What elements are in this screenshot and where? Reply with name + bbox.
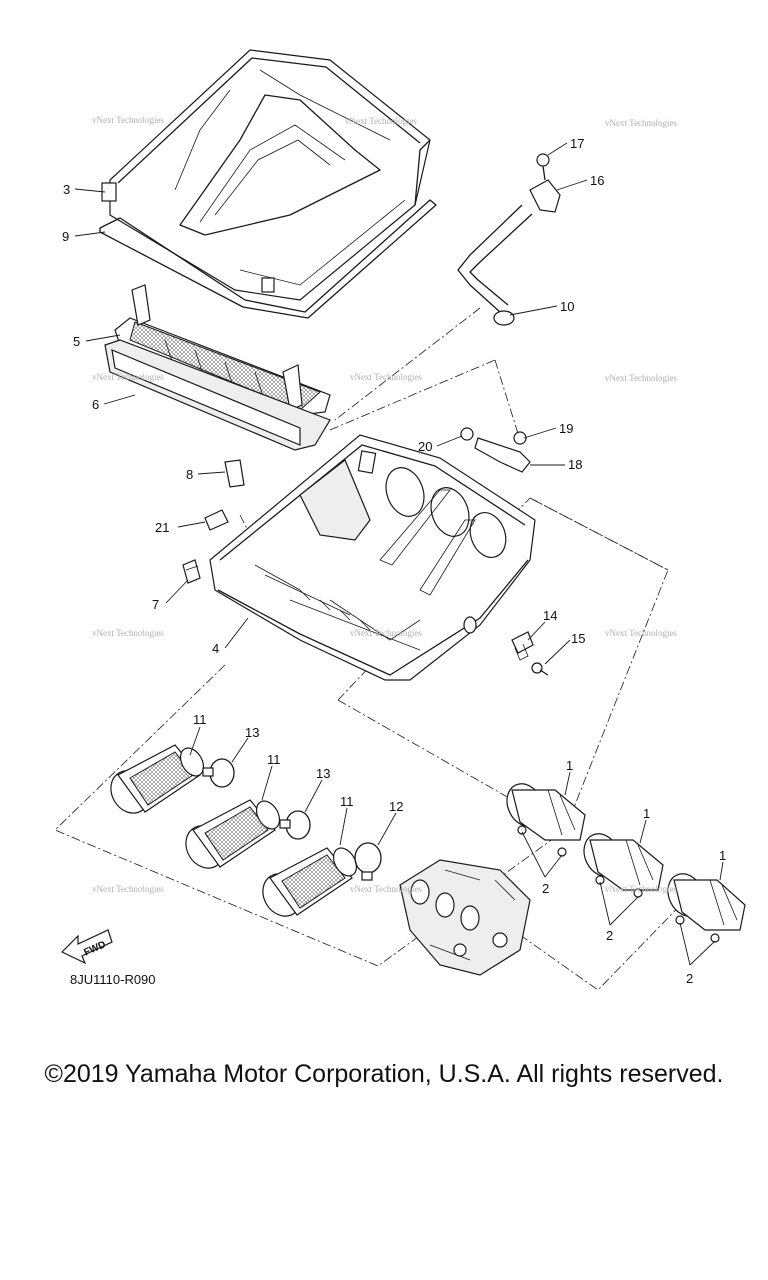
callout-1-b: 1 <box>643 806 650 821</box>
air-intake-exploded-diagram: 3 9 5 6 8 21 7 4 17 16 10 19 20 18 14 15… <box>54 49 746 991</box>
air-filter-element <box>114 284 331 416</box>
cover-clip <box>182 559 201 584</box>
watermark: vNext Technologies <box>350 628 422 638</box>
intake-boot-2 <box>583 833 664 898</box>
callout-2-c: 2 <box>686 971 693 986</box>
callout-9: 9 <box>62 229 69 244</box>
callout-4: 4 <box>212 641 219 656</box>
leader-lines <box>74 142 724 966</box>
callout-11-c: 11 <box>340 794 354 809</box>
callout-18: 18 <box>568 457 582 472</box>
watermark: vNext Technologies <box>350 884 422 894</box>
watermark: vNext Technologies <box>92 372 164 382</box>
callout-10: 10 <box>560 299 574 314</box>
drain-hose <box>460 427 531 473</box>
air-box-cover <box>101 49 431 301</box>
callout-19: 19 <box>559 421 573 436</box>
copyright-notice: ©2019 Yamaha Motor Corporation, U.S.A. A… <box>44 1060 724 1088</box>
callout-12: 12 <box>389 799 403 814</box>
watermark: vNext Technologies <box>92 628 164 638</box>
callout-13-b: 13 <box>316 766 330 781</box>
watermark: vNext Technologies <box>92 115 164 125</box>
callout-17: 17 <box>570 136 584 151</box>
watermark: vNext Technologies <box>605 884 677 894</box>
caution-label <box>204 509 229 531</box>
watermark: vNext Technologies <box>350 372 422 382</box>
callout-2-b: 2 <box>606 928 613 943</box>
throttle-body <box>399 859 531 976</box>
callout-3: 3 <box>63 182 70 197</box>
watermark: vNext Technologies <box>345 116 417 126</box>
hose-clamp-3 <box>354 842 382 881</box>
callout-2-a: 2 <box>542 881 549 896</box>
callout-13-a: 13 <box>245 725 259 740</box>
intake-boot-3 <box>667 873 746 943</box>
callout-1-c: 1 <box>719 848 726 863</box>
intake-duct-3 <box>262 847 358 917</box>
breather-hose <box>457 204 533 326</box>
callout-11-a: 11 <box>193 712 207 727</box>
watermark: vNext Technologies <box>92 884 164 894</box>
filter-frame <box>104 339 331 451</box>
damper-pad <box>224 459 245 488</box>
intake-duct-1 <box>110 744 205 814</box>
callout-8: 8 <box>186 467 193 482</box>
breather-joint <box>529 153 561 213</box>
watermark: vNext Technologies <box>605 373 677 383</box>
callout-labels: 3 9 5 6 8 21 7 4 17 16 10 19 20 18 14 15… <box>62 136 726 986</box>
fwd-arrow-icon: FWD <box>60 929 113 965</box>
intake-duct-2 <box>185 799 281 869</box>
callout-7: 7 <box>152 597 159 612</box>
intake-boot-1 <box>506 783 586 857</box>
callout-14: 14 <box>543 608 557 623</box>
callout-6: 6 <box>92 397 99 412</box>
callout-20: 20 <box>418 439 432 454</box>
callout-16: 16 <box>590 173 604 188</box>
callout-15: 15 <box>571 631 585 646</box>
callout-21: 21 <box>155 520 169 535</box>
watermarks: vNext Technologies vNext Technologies vN… <box>92 115 677 894</box>
watermark: vNext Technologies <box>605 628 677 638</box>
screw <box>531 662 549 676</box>
callout-1-a: 1 <box>566 758 573 773</box>
cover-gasket <box>99 199 437 319</box>
air-box-case <box>209 434 536 681</box>
callout-5: 5 <box>73 334 80 349</box>
hose-clamp-2 <box>279 810 311 840</box>
callout-11-b: 11 <box>267 752 281 767</box>
drain-bolt <box>511 631 534 661</box>
hose-clamp-1 <box>202 758 235 788</box>
watermark: vNext Technologies <box>605 118 677 128</box>
diagram-code: 8JU1110-R090 <box>70 972 156 987</box>
